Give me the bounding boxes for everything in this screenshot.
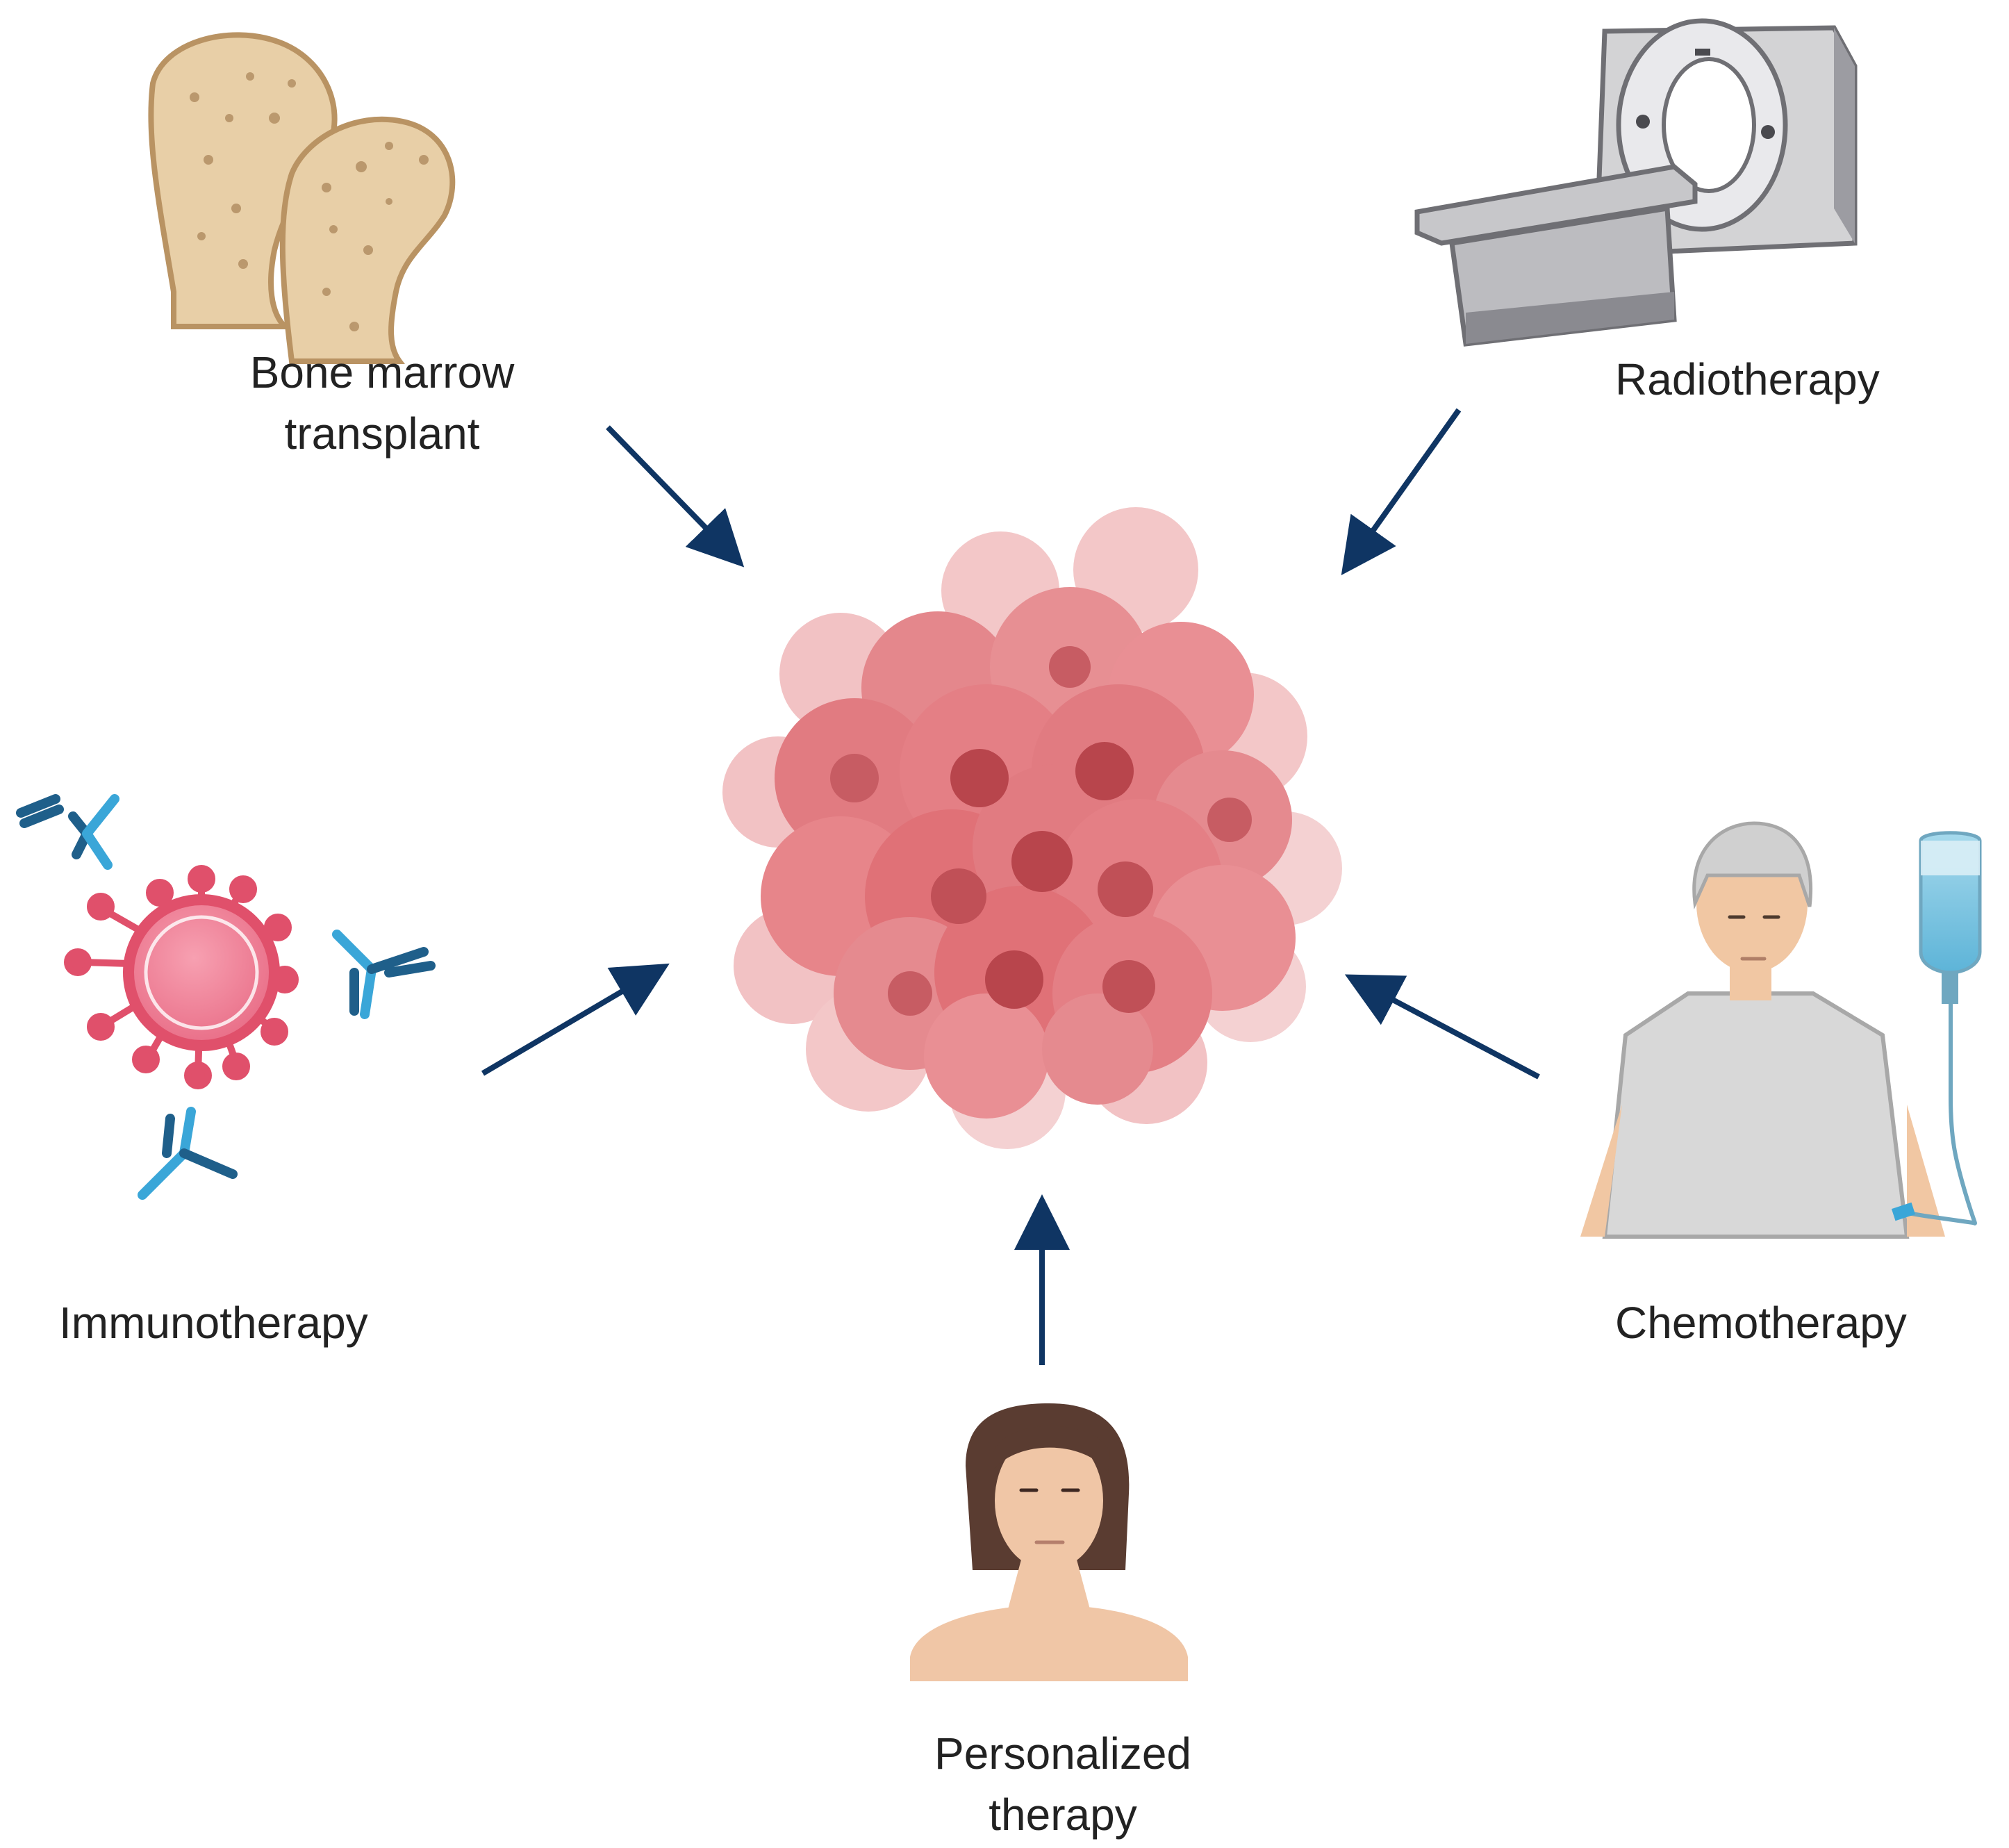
arrow-radiotherapy	[1341, 408, 1462, 576]
personalized-therapy-label: Personalized therapy	[934, 1729, 1191, 1840]
arrow-chemotherapy	[1344, 974, 1540, 1080]
antibody-icon	[332, 930, 436, 1019]
tumor-cell-cluster-icon	[722, 507, 1342, 1149]
virus-icon	[64, 865, 299, 1089]
woman-portrait-icon	[910, 1403, 1188, 1681]
bone-marrow-label: Bone marrow transplant	[249, 347, 515, 459]
radiotherapy-label: Radiotherapy	[1615, 354, 1880, 404]
antibody-icon	[16, 794, 119, 870]
immunotherapy-illustration	[16, 794, 436, 1200]
chemotherapy-label: Chemotherapy	[1615, 1298, 1907, 1348]
femur-bone-icon	[148, 32, 456, 364]
chemotherapy-patient-icon	[1580, 821, 1945, 1239]
iv-bag-icon	[1891, 831, 1982, 1226]
ct-scanner-icon	[1414, 18, 1858, 347]
arrow-bone-marrow	[606, 425, 745, 568]
arrow-immunotherapy	[481, 963, 670, 1076]
antibody-icon	[138, 1107, 238, 1200]
immunotherapy-label: Immunotherapy	[59, 1298, 368, 1348]
